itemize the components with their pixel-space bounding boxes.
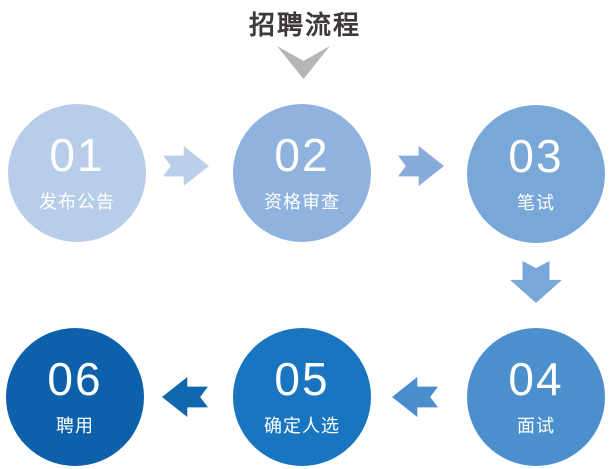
page-title: 招聘流程 [248,10,361,40]
step-circle-01: 01 发布公告 [8,104,146,242]
step-number: 05 [274,353,330,405]
arrow-left-icon [392,377,438,417]
step-label: 笔试 [517,193,555,213]
step-number: 04 [508,353,564,405]
step-circle-06: 06 聘用 [6,328,144,466]
step-number: 01 [49,129,105,181]
chevron-down-icon [277,46,330,79]
step-number: 02 [274,129,330,181]
step-label: 聘用 [56,416,94,436]
step-circle-05: 05 确定人选 [233,328,371,466]
step-number: 03 [508,130,564,182]
step-label: 确定人选 [264,416,340,436]
arrow-left-icon [162,377,208,417]
step-circle-04: 04 面试 [467,328,605,466]
step-circle-03: 03 笔试 [467,105,605,243]
arrow-right-icon [163,146,209,186]
step-number: 06 [47,353,103,405]
step-label: 发布公告 [39,192,115,212]
step-label: 资格审查 [264,192,340,212]
arrow-down-icon [510,261,562,303]
step-circle-02: 02 资格审查 [233,104,371,242]
arrow-right-icon [398,146,444,186]
step-label: 面试 [517,416,555,436]
